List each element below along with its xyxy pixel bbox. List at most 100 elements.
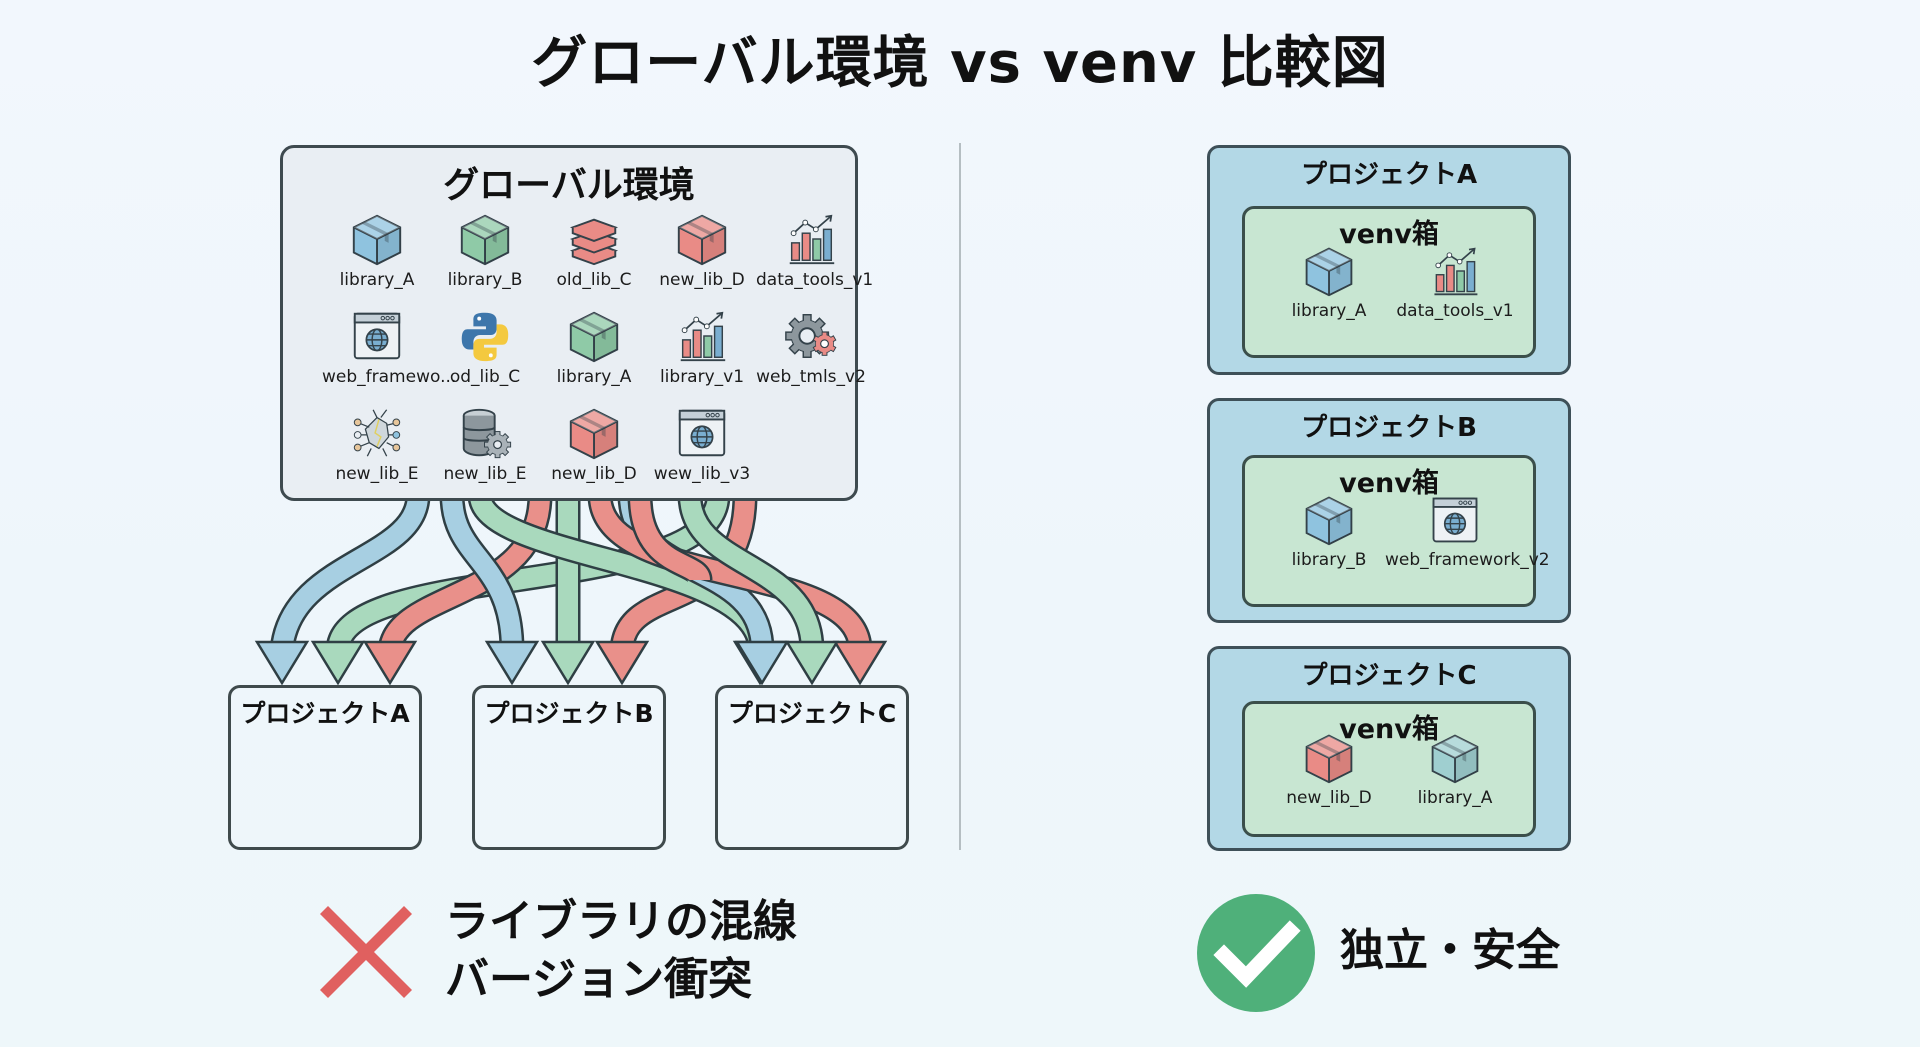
library-item: library_v1 [647, 307, 757, 387]
library-item: library_A [322, 210, 432, 290]
venv-library-item: data_tools_v1 [1385, 243, 1525, 321]
gears-icon [785, 314, 837, 358]
python-logo-icon [461, 312, 509, 362]
package-box-icon [460, 214, 510, 266]
library-item: new_lib_E [322, 404, 432, 484]
cross-icon [320, 906, 412, 998]
library-label: wew_lib_v3 [653, 464, 751, 484]
package-box-icon [352, 214, 402, 266]
arrowhead [784, 640, 840, 686]
global-environment-box: グローバル環境 library_A library_B old_lib_C ne… [280, 145, 873, 501]
library-label: new_lib_E [443, 464, 527, 484]
library-label: web_tmls_v2 [756, 367, 866, 387]
project-label: プロジェクトB [484, 699, 654, 728]
project-label: プロジェクトC [727, 699, 897, 728]
arrow-red [587, 493, 888, 686]
project-label: プロジェクトB [1301, 413, 1477, 443]
venv-box: venv箱 new_lib_D library_A [1242, 701, 1536, 837]
library-item: library_A [539, 307, 649, 387]
left-project-b: プロジェクトB [472, 685, 666, 850]
arrow-red [627, 494, 713, 584]
library-item: new_lib_D [647, 210, 757, 290]
arrow-green [540, 495, 596, 686]
right-project-a: プロジェクトA venv箱 library_A data_tools_v1 [1207, 145, 1571, 375]
library-label: new_lib_D [659, 270, 745, 290]
library-item: web_tmls_v2 [756, 307, 866, 387]
verdict-line: バージョン衝突 [445, 954, 753, 1005]
network-nodes-icon [353, 409, 401, 457]
venv-label: venv箱 [1339, 468, 1439, 499]
library-label: library_A [339, 270, 415, 290]
left-verdict-text: ライブラリの混線 バージョン衝突 [445, 893, 797, 1009]
package-box-icon [677, 214, 727, 266]
arrowhead [254, 640, 310, 686]
arrowhead [362, 640, 418, 686]
project-label: プロジェクトA [240, 699, 410, 728]
venv-library-item: web_framework_v2 [1385, 492, 1550, 570]
library-item: od_lib_C [430, 307, 540, 387]
library-label: od_lib_C [449, 367, 521, 387]
left-project-c: プロジェクトC [715, 685, 909, 850]
venv-library-item: new_lib_D [1259, 730, 1399, 808]
library-label: new_lib_E [335, 464, 419, 484]
library-label: new_lib_D [551, 464, 637, 484]
global-environment-title: グローバル環境 [443, 165, 695, 206]
library-label: new_lib_D [1286, 788, 1372, 808]
library-label: web_framewo... [322, 367, 457, 387]
package-box-icon [1305, 496, 1353, 546]
venv-box: venv箱 library_A data_tools_v1 [1242, 206, 1536, 358]
library-label: library_A [1417, 788, 1493, 808]
browser-globe-icon [353, 312, 401, 360]
library-label: data_tools_v1 [756, 270, 874, 290]
browser-globe-icon [1432, 497, 1478, 543]
library-label: library_B [1291, 550, 1367, 570]
venv-library-item: library_B [1259, 492, 1399, 570]
bar-chart-icon [789, 214, 835, 265]
library-item: new_lib_D [539, 404, 649, 484]
library-label: old_lib_C [556, 270, 632, 290]
venv-library-item: library_A [1259, 243, 1399, 321]
arrow-blue [254, 493, 431, 686]
book-stack-icon [569, 218, 619, 266]
left-project-a: プロジェクトA [228, 685, 422, 850]
arrowhead [594, 640, 650, 686]
arrow-blue [439, 494, 540, 686]
package-box-icon [569, 311, 619, 363]
package-box-icon [1431, 734, 1479, 784]
verdict-line: ライブラリの混線 [445, 896, 797, 947]
library-label: library_B [447, 270, 523, 290]
package-box-icon [1305, 734, 1353, 784]
library-item: old_lib_C [539, 210, 649, 290]
arrowhead [734, 640, 790, 686]
check-circle-icon [1197, 894, 1315, 1012]
bar-chart-icon [680, 311, 726, 362]
project-label: プロジェクトA [1300, 160, 1478, 190]
page-title: グローバル環境 vs venv 比較図 [531, 31, 1389, 96]
venv-box: venv箱 library_B web_framework_v2 [1242, 455, 1550, 607]
venv-label: venv箱 [1339, 714, 1439, 745]
library-item: new_lib_E [430, 404, 540, 484]
right-verdict-text: 独立・安全 [1340, 925, 1560, 976]
arrowhead [484, 640, 540, 686]
divider-line [959, 143, 961, 850]
browser-globe-icon [678, 409, 726, 457]
right-project-c: プロジェクトC venv箱 new_lib_D library_A [1207, 646, 1571, 851]
arrowhead [540, 640, 596, 686]
library-label: library_A [556, 367, 632, 387]
library-item: web_framewo... [322, 307, 457, 387]
bar-chart-icon [1434, 247, 1478, 296]
venv-library-item: library_A [1385, 730, 1525, 808]
library-label: data_tools_v1 [1396, 301, 1514, 321]
library-label: web_framework_v2 [1385, 550, 1550, 570]
package-box-icon [569, 408, 619, 460]
project-label: プロジェクトC [1301, 661, 1477, 691]
library-label: library_A [1291, 301, 1367, 321]
arrowhead [832, 640, 888, 686]
venv-label: venv箱 [1339, 219, 1439, 250]
library-item: wew_lib_v3 [647, 404, 757, 484]
arrow-green [677, 493, 840, 686]
package-box-icon [1305, 247, 1353, 297]
right-project-b: プロジェクトB venv箱 library_B web_framework_v2 [1207, 398, 1571, 623]
library-item: library_B [430, 210, 540, 290]
